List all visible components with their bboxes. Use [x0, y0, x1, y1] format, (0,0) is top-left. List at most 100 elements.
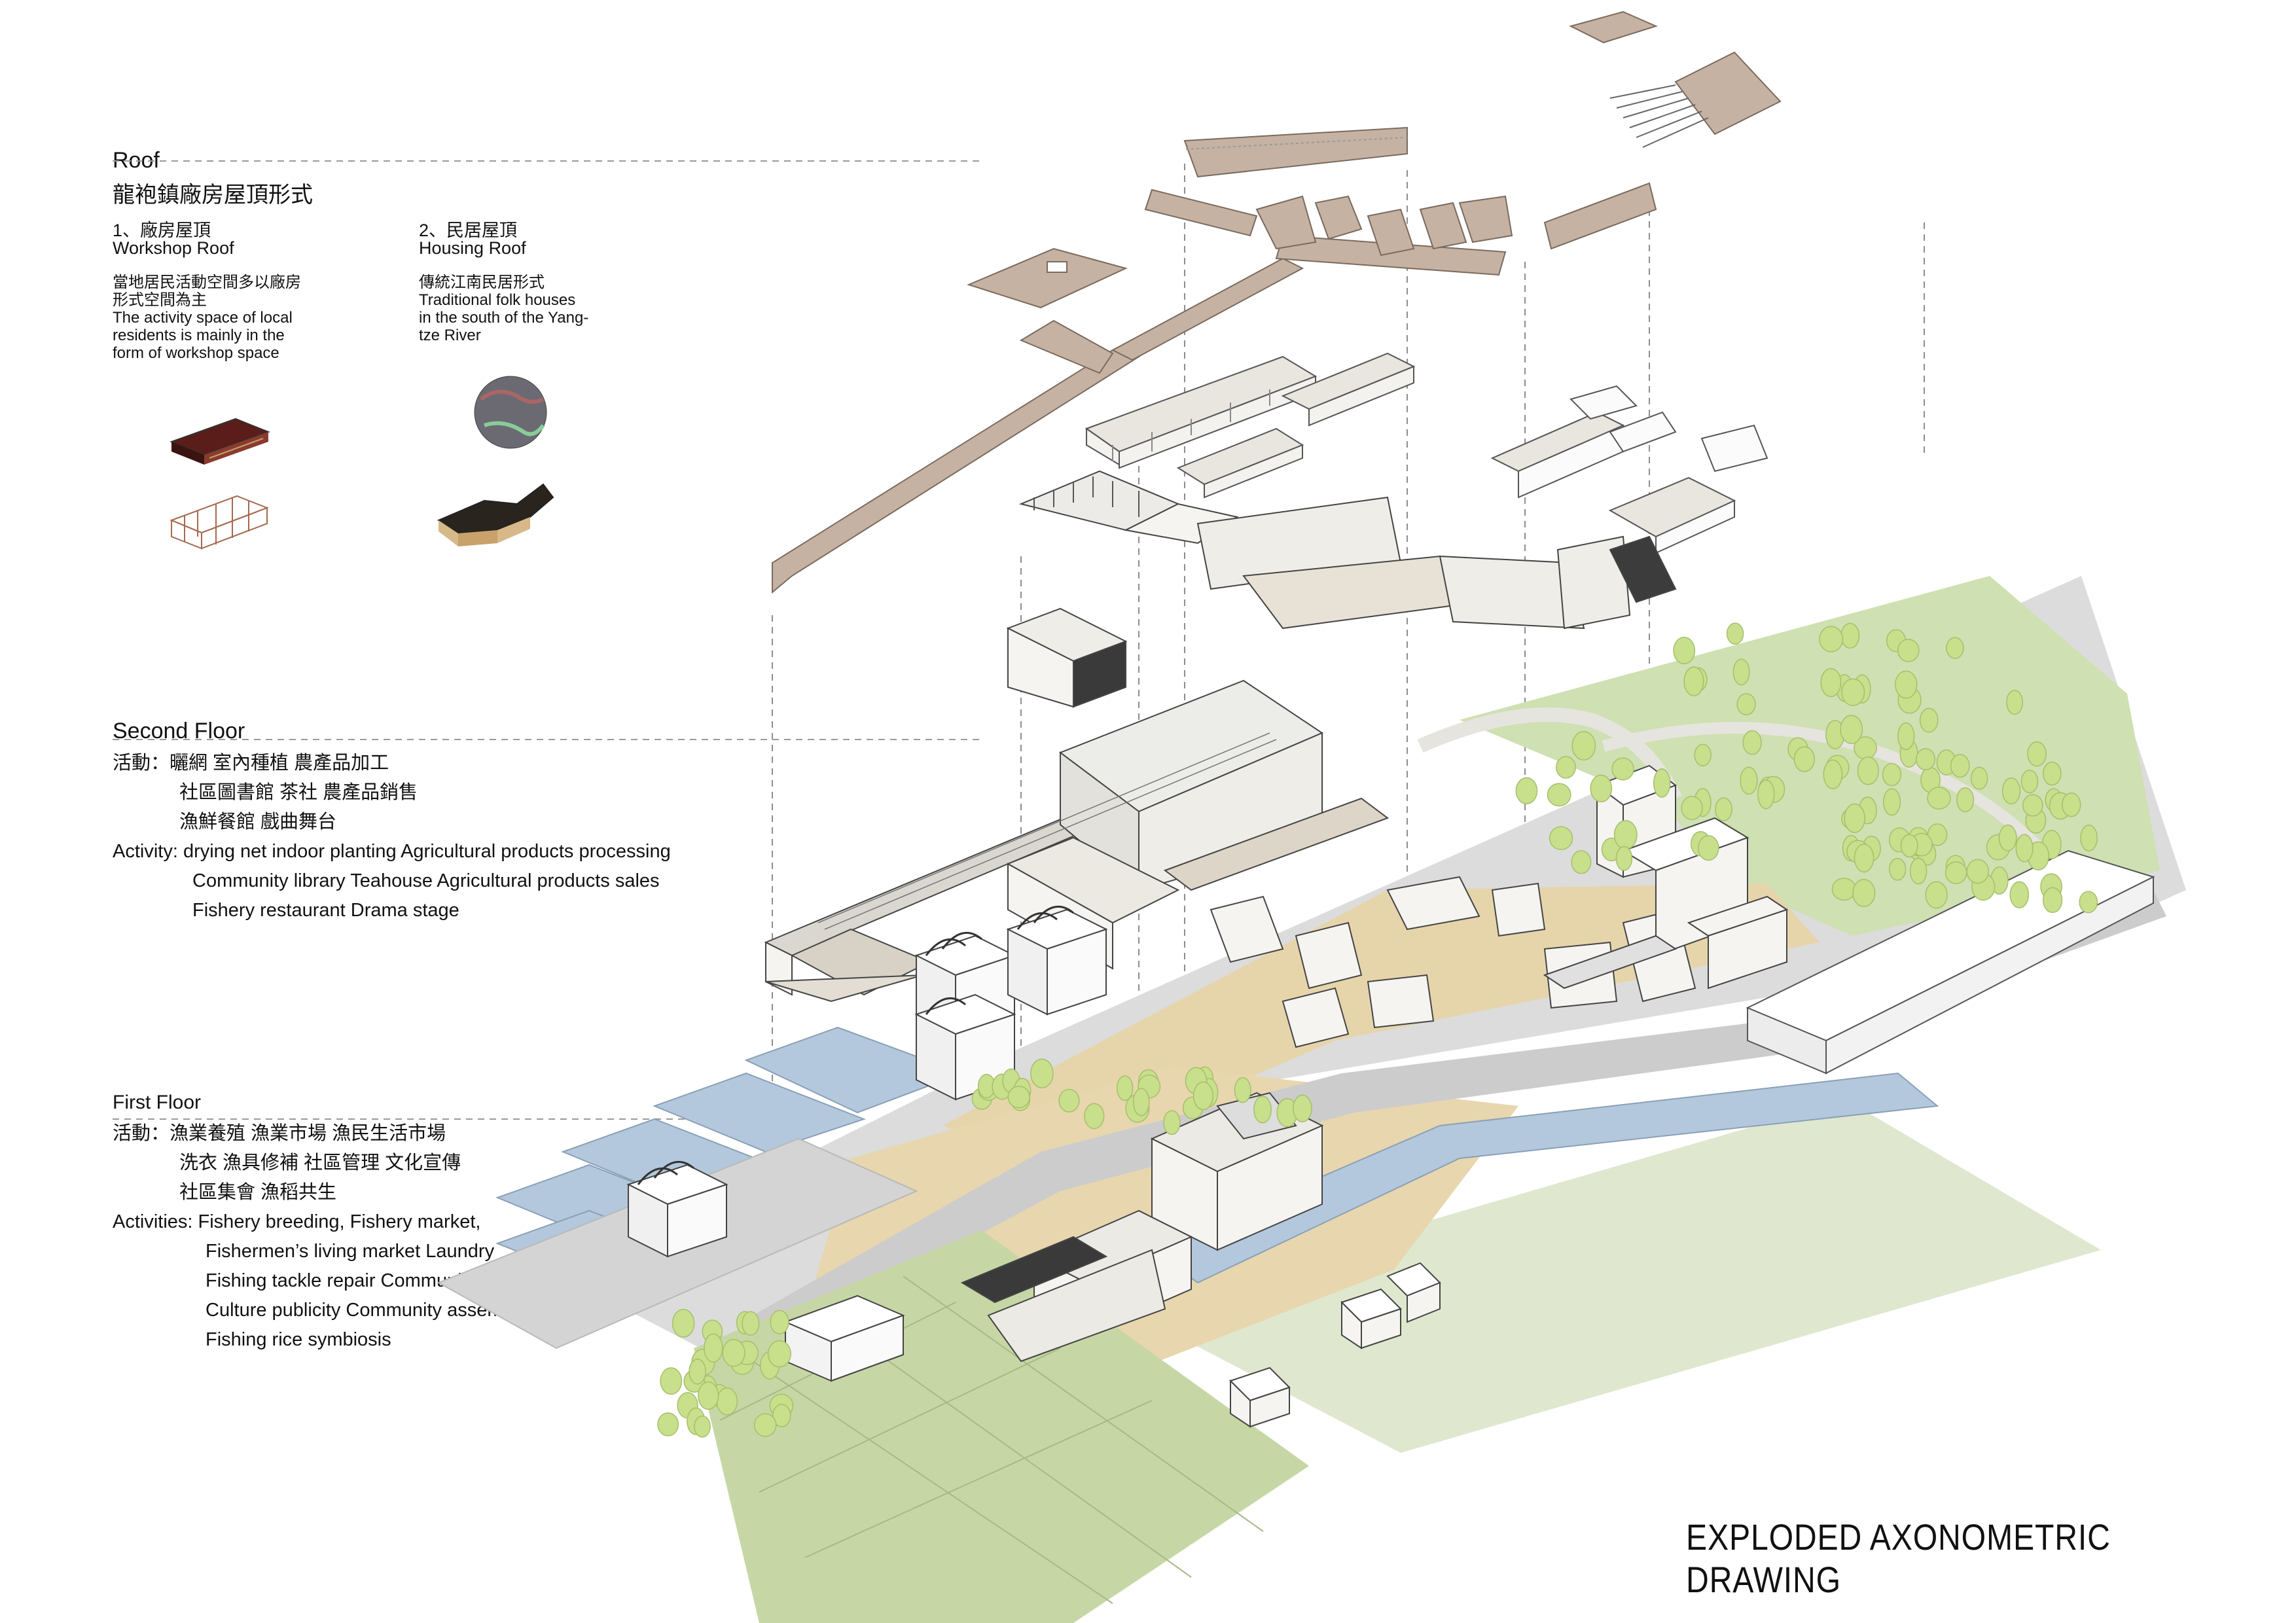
tree — [1683, 666, 1704, 696]
tree — [1293, 1094, 1312, 1122]
tree — [2080, 824, 2098, 852]
tree — [770, 1310, 789, 1334]
tree — [1116, 1075, 1134, 1101]
first-floor-en-5: Fishing rice symbiosis — [206, 1329, 391, 1350]
first-floor-buildings — [626, 764, 1789, 1428]
roof-title-zh: 龍袍鎮廠房屋頂形式 — [113, 183, 313, 207]
first-floor-en-4: Culture publicity Community assembly — [206, 1300, 528, 1321]
tree — [2043, 761, 2062, 786]
workshop-structure-thumbnail — [170, 495, 269, 550]
tree — [1854, 843, 1874, 873]
tree — [1736, 693, 1756, 715]
tree — [1726, 622, 1744, 645]
tree — [1857, 757, 1879, 785]
tree — [1556, 756, 1576, 779]
second-floor-en-3: Fishery restaurant Drama stage — [192, 900, 459, 921]
tree — [1007, 1086, 1031, 1109]
tree — [753, 1413, 777, 1437]
tree — [1998, 824, 2017, 851]
tree — [657, 1412, 679, 1436]
tree — [1653, 768, 1671, 798]
drawing-title: EXPLODED AXONOMETRIC DRAWING — [1686, 1516, 2111, 1600]
tree — [1945, 861, 1967, 884]
tree — [1841, 678, 1865, 706]
first-floor-zh-3: 社區集會 漁稻共生 — [179, 1182, 337, 1203]
first-floor-zh-1: 活動：漁業養殖 漁業市場 漁民生活市場 — [113, 1123, 446, 1144]
tree — [1895, 670, 1918, 699]
first-floor-title: First Floor — [113, 1092, 201, 1113]
second-floor-activities: 活動：曬網 室內種植 農產品加工 社區圖書館 茶社 農產品銷售 漁鮮餐館 戲曲舞… — [113, 749, 671, 925]
tree — [1882, 762, 1902, 787]
trees — [657, 622, 2098, 1438]
workshop-roofs — [1085, 352, 1416, 499]
tree — [716, 1387, 738, 1416]
tree — [1698, 835, 1719, 861]
housing-desc-en-1: Traditional folk houses — [419, 291, 576, 309]
tree — [1909, 857, 1928, 885]
tree — [2006, 690, 2024, 715]
housing-roof-label-zh: 2、民居屋頂 — [419, 221, 518, 240]
tree — [704, 1333, 723, 1363]
tree — [1889, 857, 1907, 881]
tree — [2042, 887, 2063, 914]
housing-aerial-photo — [474, 376, 547, 449]
housing-desc-en-3: tze River — [419, 327, 481, 344]
housing-roof-thumbnail — [437, 483, 554, 546]
tree — [1742, 730, 1762, 755]
tree — [2022, 794, 2043, 817]
housing-roof-label-en: Housing Roof — [419, 238, 526, 258]
tree — [1819, 626, 1844, 652]
tree — [1084, 1103, 1105, 1130]
tree — [1515, 777, 1538, 804]
tree — [767, 1340, 791, 1368]
first-floor-en-1: Activities: Fishery breeding, Fishery ma… — [113, 1211, 481, 1232]
tree — [672, 1309, 695, 1338]
first-floor-zh-2: 洗衣 漁具修補 社區管理 文化宣傳 — [179, 1152, 461, 1173]
tree — [1852, 878, 1876, 908]
second-floor-layer — [764, 470, 1677, 1003]
tree — [1970, 766, 1988, 790]
housing-roof-desc: 傳統江南民居形式 Traditional folk houses in the … — [419, 274, 588, 344]
workshop-roof-label-zh: 1、廠房屋頂 — [113, 221, 211, 240]
housing-desc-zh-1: 傳統江南民居形式 — [419, 274, 545, 291]
workshop-desc-en-1: The activity space of local — [113, 309, 293, 327]
tree — [1823, 759, 1843, 789]
tree — [1694, 743, 1712, 766]
tree — [689, 1359, 706, 1385]
tree — [1882, 788, 1901, 816]
tree — [1590, 774, 1613, 802]
tree — [1831, 878, 1856, 901]
tree — [1549, 826, 1573, 851]
workshop-desc-zh-2: 形式空間為主 — [113, 291, 207, 309]
tree — [1966, 859, 1990, 884]
tree — [1919, 707, 1939, 733]
tree — [1163, 1110, 1181, 1135]
tree — [1058, 1088, 1080, 1113]
tree — [1681, 796, 1703, 821]
tree — [1715, 797, 1732, 821]
first-floor-activities: 活動：漁業養殖 漁業市場 漁民生活市場 洗衣 漁具修補 社區管理 文化宣傳 社區… — [113, 1119, 593, 1355]
tree — [1927, 787, 1951, 810]
tree — [1927, 823, 1948, 846]
tree — [1950, 754, 1970, 778]
tree — [2015, 834, 2034, 863]
tree — [1740, 766, 1758, 795]
tree — [1234, 1077, 1251, 1103]
tree — [1897, 639, 1920, 662]
site-path-2 — [1602, 722, 2047, 855]
second-floor-zh-3: 漁鮮餐館 戲曲舞台 — [179, 812, 337, 832]
second-floor-en-2: Community library Teahouse Agricultural … — [192, 870, 660, 891]
tree — [1956, 787, 1975, 813]
tree — [694, 1415, 711, 1438]
tree — [1757, 779, 1775, 810]
workshop-desc-en-3: form of workshop space — [113, 344, 279, 362]
tree — [1897, 722, 1915, 751]
tree — [1611, 757, 1634, 781]
tree — [2009, 881, 2030, 908]
tree — [2027, 741, 2047, 767]
tree — [1946, 637, 1964, 659]
tree — [1193, 1081, 1213, 1111]
tree — [1253, 1096, 1272, 1124]
tree — [1840, 715, 1863, 744]
tree — [1571, 850, 1592, 874]
